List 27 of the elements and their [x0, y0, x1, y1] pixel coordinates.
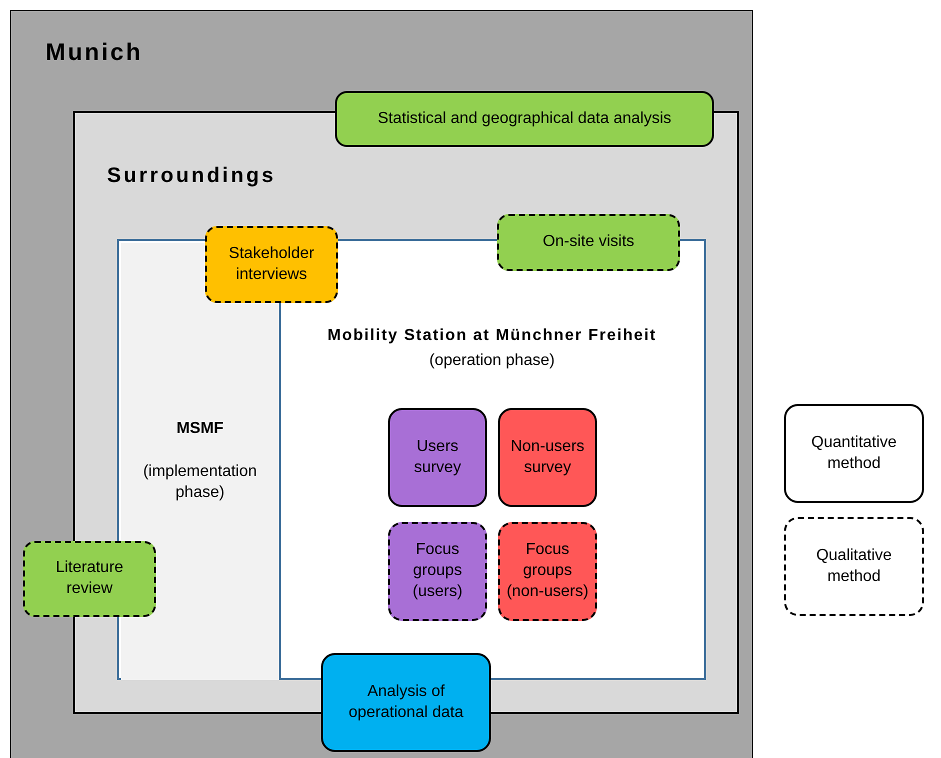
- heading: Munich: [44, 38, 144, 68]
- method-box: [335, 91, 714, 147]
- box-label: Statistical and geographical data analysis: [376, 108, 672, 129]
- heading: MSMF: [175, 419, 225, 440]
- method-box: [498, 408, 597, 507]
- box-label: Focus groups (users): [412, 540, 464, 602]
- method-box: [321, 653, 491, 752]
- method-box: [498, 522, 597, 621]
- box-label: Stakeholder interviews: [228, 244, 316, 284]
- box-label: Focus groups (non-users): [506, 540, 590, 602]
- box-label: Literature review: [54, 558, 124, 599]
- box-label: Users survey: [412, 436, 462, 478]
- box-label: Non-users survey: [510, 436, 586, 478]
- city-region-panel: [10, 10, 753, 758]
- legend-box: Qualitative method: [784, 517, 924, 616]
- subheading: (operation phase): [428, 351, 556, 371]
- method-box: [388, 522, 487, 621]
- method-box: [497, 214, 680, 271]
- box-label: Analysis of operational data: [348, 682, 464, 722]
- box-label: On-site visits: [542, 232, 636, 252]
- heading: Mobility Station at Münchner Freiheit: [326, 326, 658, 346]
- legend-box: Quantitative method: [784, 404, 924, 503]
- subheading: (implementation phase): [142, 462, 258, 503]
- method-box: [205, 226, 338, 303]
- method-box: [388, 408, 487, 507]
- heading: Surroundings: [106, 163, 277, 190]
- method-box: [23, 541, 156, 617]
